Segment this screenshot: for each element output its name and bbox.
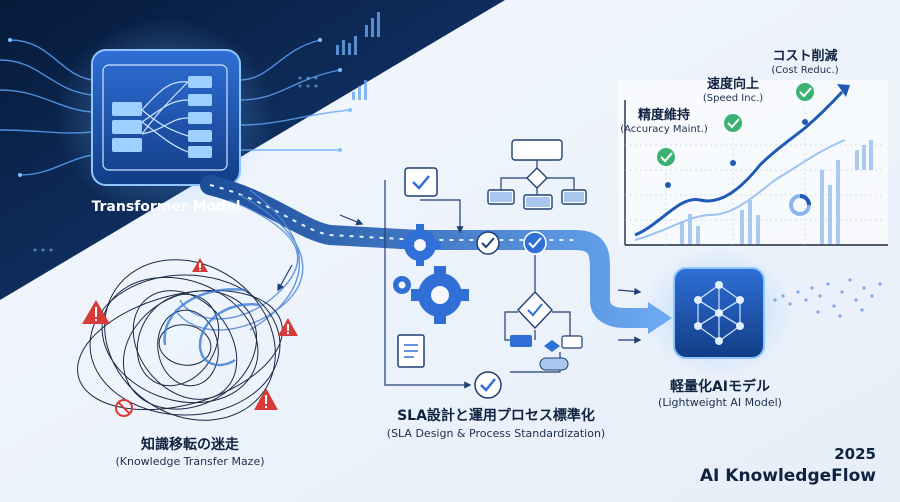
- metric-accuracy-title: 精度維持: [637, 108, 691, 123]
- check-circle-icon: [724, 114, 742, 132]
- warning-icon: [254, 388, 278, 410]
- lightweight-ai-model-box: [643, 247, 793, 377]
- prohibited-icon: [115, 399, 133, 417]
- metric-cost-subtitle: (Cost Reduc.): [771, 65, 839, 76]
- metric-accuracy-subtitle: (Accuracy Maint.): [620, 124, 708, 135]
- check-circle-icon: [523, 231, 547, 255]
- lightweight-subtitle: (Lightweight AI Model): [658, 396, 782, 409]
- knowledge-maze-tangle: [77, 259, 283, 421]
- metric-speed-subtitle: (Speed Inc.): [702, 93, 764, 104]
- process-pipe: [200, 175, 660, 328]
- warning-icon: [82, 300, 110, 324]
- warning-icon: [278, 318, 298, 336]
- decision-diamond: [517, 290, 553, 330]
- footer-brand: AI KnowledgeFlow: [699, 466, 876, 486]
- growth-line: [634, 90, 844, 237]
- lightweight-title: 軽量化AIモデル: [669, 379, 771, 395]
- footer-year: 2025: [834, 445, 876, 463]
- checklist-icon: [404, 167, 438, 197]
- transformer-model-label: Transformer Model: [91, 199, 241, 215]
- sla-title: SLA設計と運用プロセス標準化: [397, 408, 595, 424]
- warning-icon: [192, 258, 208, 272]
- check-circle-icon: [796, 83, 814, 101]
- gear-icon: [411, 266, 469, 324]
- metric-speed-title: 速度向上: [706, 77, 760, 92]
- transformer-model-box: [91, 49, 241, 186]
- maze-title: 知識移転の迷走: [141, 437, 239, 453]
- maze-subtitle: (Knowledge Transfer Maze): [115, 455, 265, 468]
- check-circle-icon: [476, 231, 500, 255]
- check-circle-icon: [657, 148, 675, 166]
- gear-icon: [399, 224, 441, 266]
- sla-process-area: [384, 139, 587, 399]
- check-circle-icon: [474, 371, 502, 399]
- metrics-growth-chart: [618, 80, 888, 246]
- metric-cost-title: コスト削減: [772, 49, 838, 64]
- sla-subtitle: (SLA Design & Process Standardization): [386, 427, 606, 440]
- gear-icon: [393, 276, 411, 294]
